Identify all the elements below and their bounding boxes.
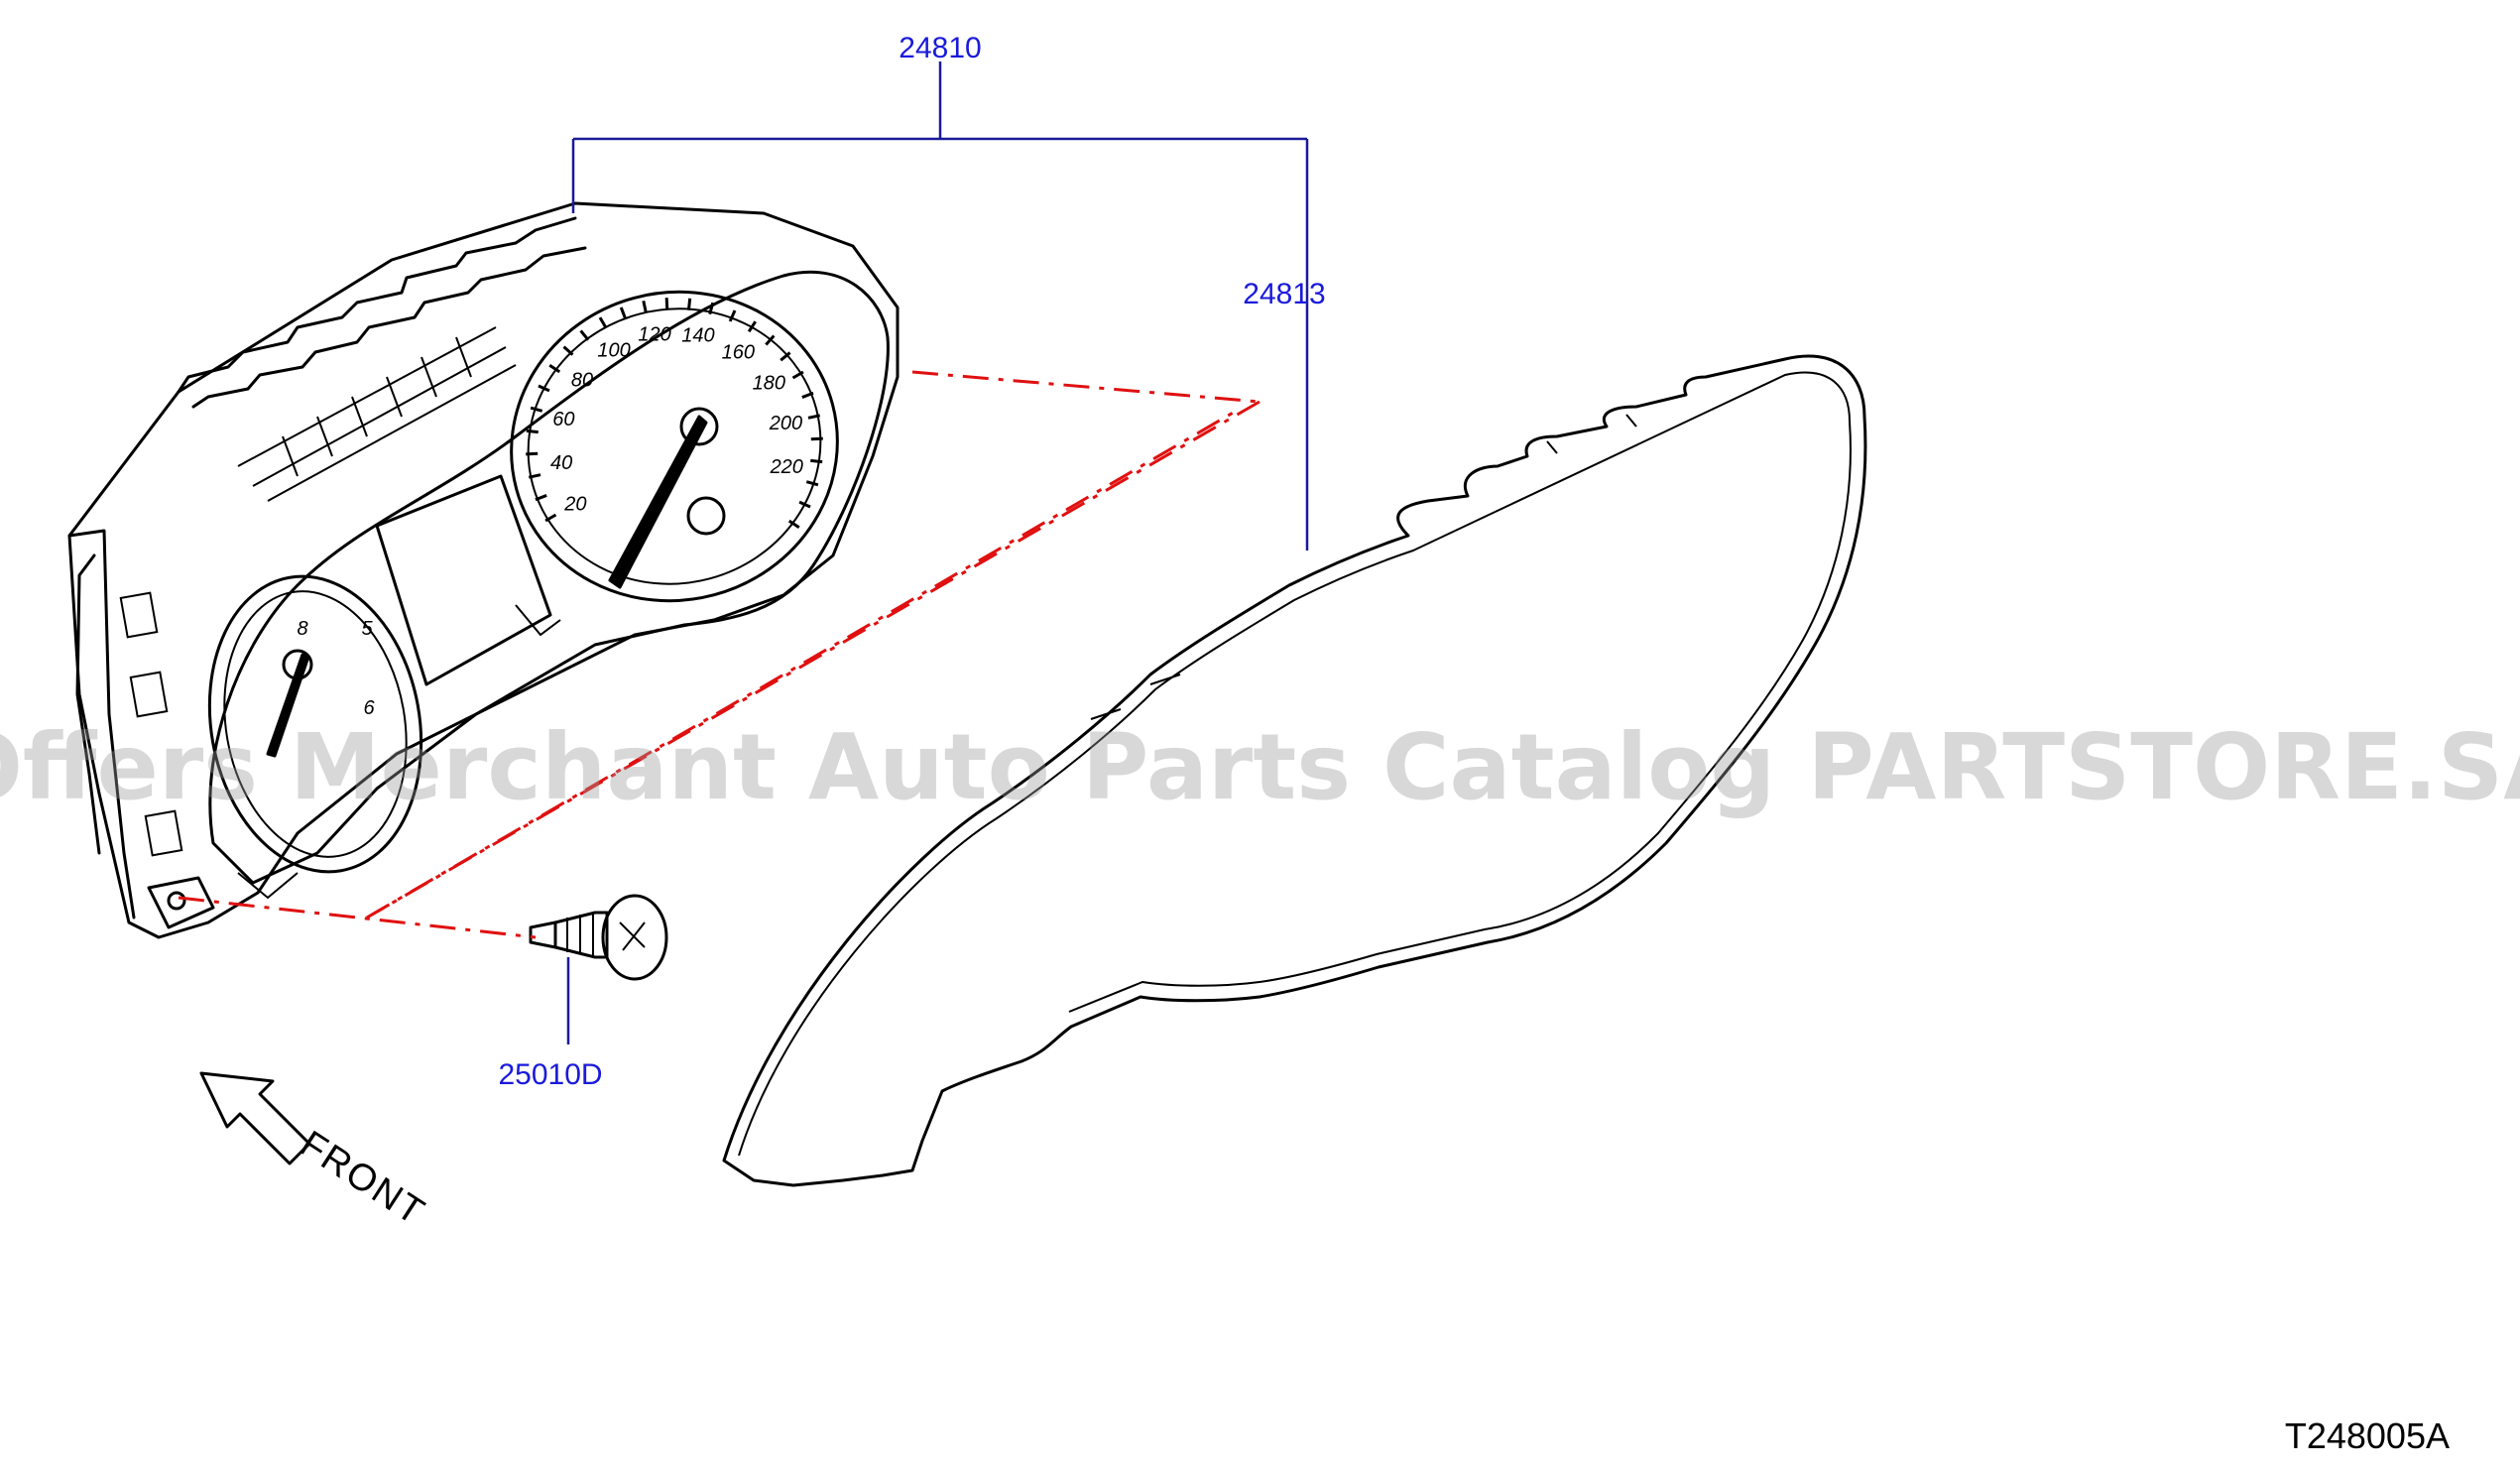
front-label: FRONT xyxy=(293,1123,432,1234)
speedometer-tick xyxy=(791,370,804,380)
cluster-lens-finisher-drawing xyxy=(722,354,1867,1187)
part-label-24813[interactable]: 24813 xyxy=(1243,278,1325,310)
speedometer-tick xyxy=(664,298,669,310)
part-label-24810[interactable]: 24810 xyxy=(899,32,981,64)
speedometer-tick xyxy=(810,458,823,464)
speedometer-tick xyxy=(598,316,608,329)
speedometer-number: 60 xyxy=(552,409,574,430)
speedometer-tick xyxy=(619,307,627,319)
speedometer-number: 40 xyxy=(550,452,572,474)
diagram-code: T248005A xyxy=(2285,1415,2450,1456)
speedometer-tick xyxy=(562,345,574,356)
front-arrow-icon xyxy=(199,1071,311,1165)
speedometer-tick xyxy=(810,436,823,441)
leader-24810 xyxy=(571,61,1309,551)
speedometer-tick xyxy=(530,406,543,413)
speedometer-tick xyxy=(544,513,557,523)
speedometer-tick xyxy=(548,364,561,374)
speedometer-tick xyxy=(801,391,814,399)
speedometer-number: 180 xyxy=(753,373,785,395)
tachometer-number: 8 xyxy=(297,618,307,640)
watermark: Offers Merchant Auto Parts Catalog PARTS… xyxy=(0,714,2520,820)
speedometer-tick xyxy=(538,384,550,393)
front-direction-indicator: FRONT xyxy=(199,1071,432,1234)
speedometer-tick xyxy=(526,429,539,434)
speedometer-tick xyxy=(642,300,648,313)
speedometer-tick xyxy=(526,451,539,456)
tachometer-numbers: 8 5 6 xyxy=(297,618,375,719)
assembly-lines xyxy=(178,370,1260,939)
speedometer-tick xyxy=(747,320,757,333)
speedometer-tick xyxy=(708,302,715,315)
speedometer-tick xyxy=(528,473,541,479)
part-callouts: 24810 24813 25010D xyxy=(498,32,1325,1091)
speedometer-number: 100 xyxy=(597,339,630,361)
speedometer-tick xyxy=(765,334,776,346)
speedometer-tick xyxy=(798,500,811,509)
speedometer-number: 80 xyxy=(571,369,593,391)
speedometer-number: 140 xyxy=(681,325,714,347)
tachometer-number: 6 xyxy=(363,697,375,719)
speedometer-tick xyxy=(686,298,692,310)
speedometer-needle xyxy=(608,415,708,589)
speedometer-tick xyxy=(805,480,819,487)
speedometer-number: 160 xyxy=(722,342,755,364)
speedometer-number: 120 xyxy=(638,324,670,346)
speedometer-tick xyxy=(807,414,821,420)
tachometer-number: 5 xyxy=(361,618,373,640)
speedometer-tick xyxy=(780,351,791,362)
speedometer-ticks xyxy=(526,298,823,529)
speedometer-number: 20 xyxy=(563,494,586,516)
speedometer-tick xyxy=(728,309,737,322)
speedometer-number: 200 xyxy=(769,413,802,434)
speedometer-tick xyxy=(787,519,800,529)
speedometer-number: 220 xyxy=(770,456,803,478)
speedometer-tick xyxy=(579,329,590,341)
part-label-25010D[interactable]: 25010D xyxy=(498,1058,602,1091)
screw-drawing xyxy=(529,894,668,981)
speedometer-tick xyxy=(535,494,547,502)
